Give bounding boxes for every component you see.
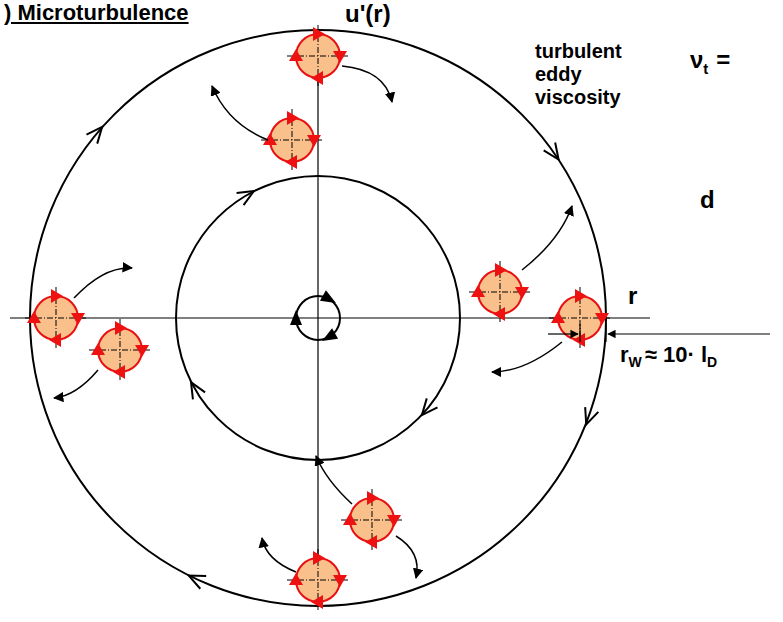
subscript: D bbox=[707, 354, 717, 371]
eddy bbox=[287, 549, 349, 611]
equals-sign: = bbox=[716, 46, 730, 75]
eddy bbox=[549, 287, 611, 349]
subscript: W bbox=[629, 354, 642, 371]
exchange-arrows bbox=[54, 66, 572, 578]
eddy-viscosity-heading: turbulent eddy viscosity bbox=[535, 40, 622, 109]
center-arrows bbox=[290, 290, 339, 346]
eddy bbox=[287, 25, 349, 87]
axis-label: r bbox=[628, 282, 637, 311]
symbol-letter: r bbox=[620, 342, 629, 368]
section-title: ) Microturbulence bbox=[4, 0, 189, 26]
subscript: t bbox=[703, 60, 708, 78]
flow-arrows bbox=[86, 122, 598, 588]
eddy bbox=[341, 489, 403, 551]
dimension-text: ≈ 10· l bbox=[645, 342, 707, 368]
wall-distance-dimension bbox=[548, 324, 770, 342]
eddy bbox=[469, 261, 531, 323]
eddy bbox=[89, 319, 151, 381]
eddy bbox=[261, 109, 323, 171]
velocity-fluctuation-label: u'(r) bbox=[345, 0, 391, 29]
symbol-nu: ν bbox=[690, 46, 703, 75]
symbol-letter: d bbox=[700, 186, 715, 215]
eddy bbox=[25, 287, 87, 349]
